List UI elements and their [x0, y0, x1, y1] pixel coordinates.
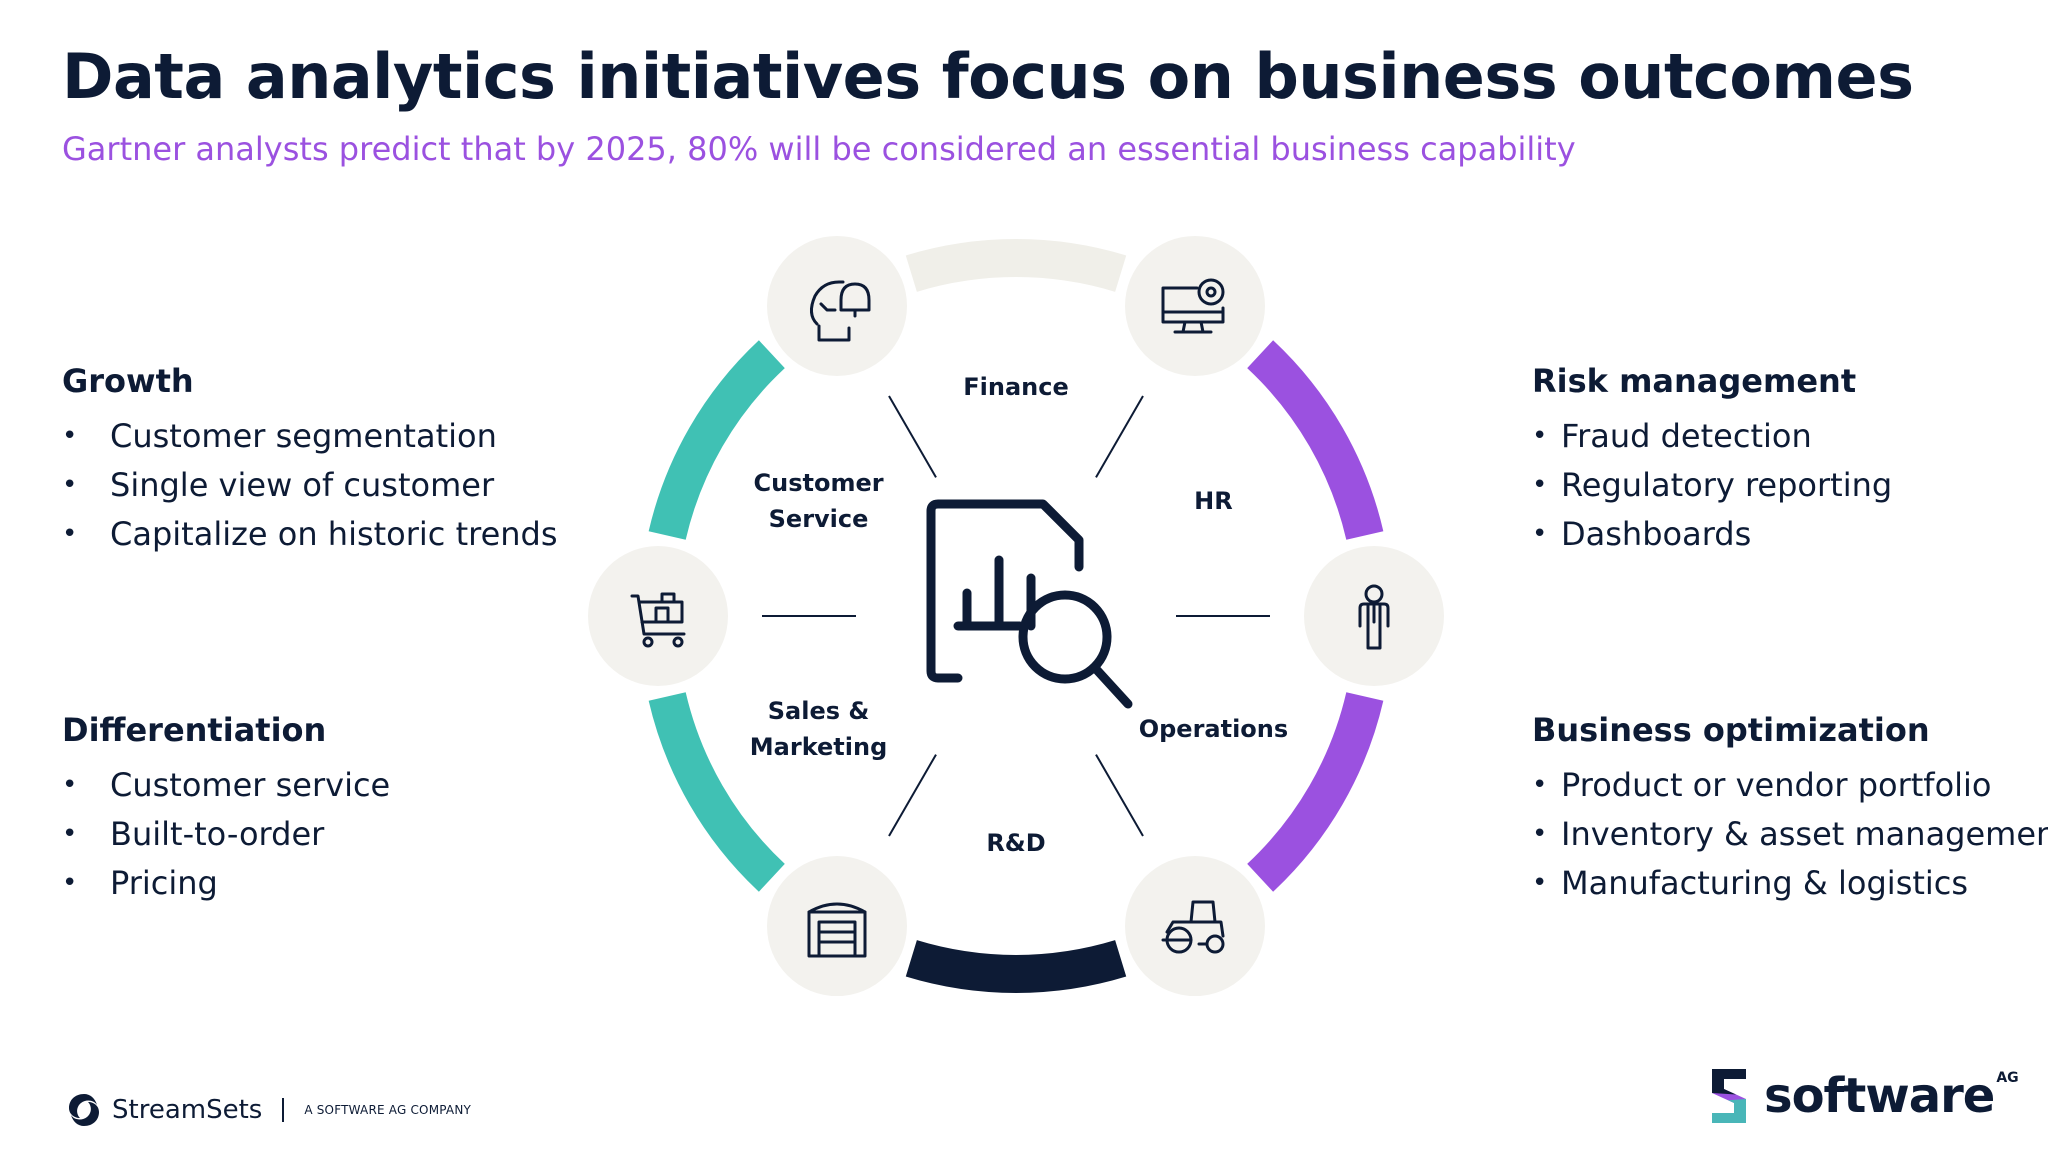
tractor-icon: [1161, 900, 1225, 954]
list-item: Pricing: [62, 859, 622, 908]
business-optimization-list: Product or vendor portfolio Inventory & …: [1532, 761, 2048, 908]
differentiation-list: Customer service Built-to-order Pricing: [62, 761, 622, 908]
spoke-line: [1095, 754, 1144, 837]
cycle-arc-segment: [1247, 340, 1384, 540]
list-item: Manufacturing & logistics: [1532, 859, 2048, 908]
segment-label-line: Customer: [754, 469, 884, 497]
shopping-cart-icon: [630, 592, 686, 648]
node-circle: [767, 856, 907, 997]
segment-label: R&D: [986, 829, 1045, 857]
segment-label-line: Marketing: [750, 733, 887, 761]
differentiation-panel: Differentiation Customer service Built-t…: [62, 711, 622, 908]
software-ag-brand-name: software: [1764, 1068, 1995, 1124]
segment-label-line: R&D: [986, 829, 1045, 857]
segment-label: Sales & Marketing: [750, 697, 887, 761]
list-item: Customer service: [62, 761, 622, 810]
list-item: Built-to-order: [62, 810, 622, 859]
document-analytics-icon: [926, 499, 1133, 709]
business-optimization-panel: Business optimization Product or vendor …: [1532, 711, 2048, 908]
cycle-arc-segment: [1247, 692, 1384, 892]
list-item: Fraud detection: [1532, 412, 2048, 461]
growth-list: Customer segmentation Single view of cus…: [62, 412, 622, 559]
list-item: Inventory & asset management: [1532, 810, 2048, 859]
spoke-line: [888, 754, 937, 837]
list-item: Product or vendor portfolio: [1532, 761, 2048, 810]
growth-panel: Growth Customer segmentation Single view…: [62, 362, 622, 559]
node-circle: [767, 235, 907, 376]
page-title: Data analytics initiatives focus on busi…: [62, 40, 1914, 113]
business-optimization-heading: Business optimization: [1532, 711, 1930, 749]
segment-label-line: Sales &: [768, 697, 870, 725]
segment-label: Finance: [963, 373, 1069, 401]
computer-settings-icon: [1161, 278, 1225, 334]
list-item: Regulatory reporting: [1532, 461, 2048, 510]
segment-label-line: Service: [769, 505, 869, 533]
streamsets-logo-icon: [69, 1094, 99, 1126]
software-ag-logo: software AG: [1706, 1064, 2019, 1128]
cycle-arc-segment: [648, 340, 785, 540]
list-item: Customer segmentation: [62, 412, 622, 461]
segment-label: HR: [1194, 487, 1233, 515]
segment-label-line: Finance: [963, 373, 1069, 401]
risk-management-panel: Risk management Fraud detection Regulato…: [1532, 362, 2048, 559]
software-ag-brand-suffix: AG: [1996, 1070, 2019, 1086]
segment-label: Operations: [1139, 715, 1288, 743]
cycle-arc-segment: [905, 239, 1127, 292]
list-item: Single view of customer: [62, 461, 622, 510]
spoke-line: [1095, 395, 1144, 478]
list-item: Capitalize on historic trends: [62, 510, 622, 559]
footer-divider: [282, 1098, 285, 1122]
risk-management-heading: Risk management: [1532, 362, 1857, 400]
differentiation-heading: Differentiation: [62, 711, 327, 749]
page-subtitle: Gartner analysts predict that by 2025, 8…: [62, 130, 1576, 168]
warehouse-icon: [807, 902, 867, 958]
segment-label-line: Operations: [1139, 715, 1288, 743]
node-circle: [588, 546, 728, 686]
node-circle: [1125, 856, 1265, 997]
node-circle: [1125, 235, 1265, 376]
growth-heading: Growth: [62, 362, 194, 400]
person-icon: [1358, 584, 1390, 650]
streamsets-tagline: A SOFTWARE AG COMPANY: [304, 1103, 472, 1117]
customer-alert-icon: [810, 280, 871, 342]
cycle-arc-segment: [648, 692, 785, 892]
cycle-arc-segment: [905, 940, 1127, 993]
risk-management-list: Fraud detection Regulatory reporting Das…: [1532, 412, 2048, 559]
segment-label-line: HR: [1194, 487, 1233, 515]
streamsets-logo: StreamSets A SOFTWARE AG COMPANY: [64, 1088, 471, 1132]
list-item: Dashboards: [1532, 510, 2048, 559]
software-ag-logo-icon: [1712, 1069, 1746, 1123]
streamsets-brand-name: StreamSets: [112, 1095, 263, 1125]
spoke-line: [888, 395, 937, 478]
